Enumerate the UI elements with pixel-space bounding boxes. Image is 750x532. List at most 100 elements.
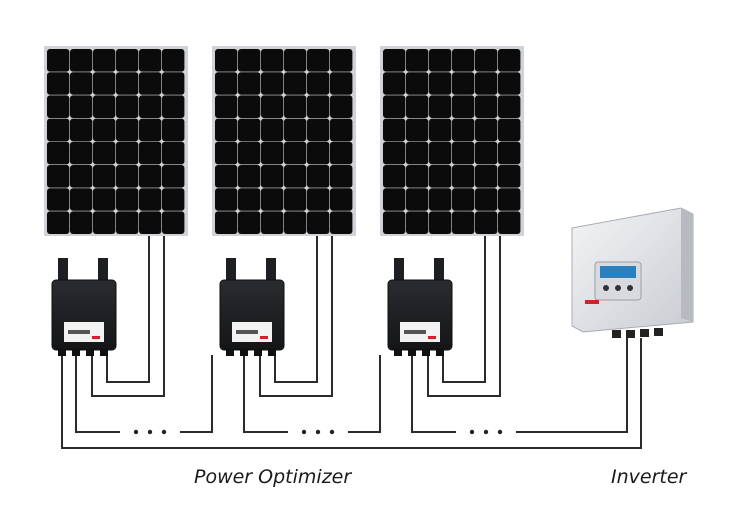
inverter-caption: Inverter — [611, 466, 687, 488]
panel-cell — [452, 165, 475, 188]
panel-cell — [215, 118, 238, 142]
panel-cell — [429, 141, 452, 165]
inverter-button-icon — [615, 285, 621, 291]
panel-cell — [330, 118, 353, 142]
solar-panel — [212, 46, 356, 236]
continuation-dots — [301, 429, 335, 435]
panel-cell — [330, 72, 353, 95]
string-wire — [411, 355, 456, 433]
panel-cell — [383, 118, 406, 142]
panel-cell — [116, 95, 139, 118]
string-return-wire — [61, 338, 642, 449]
optimizer-connector — [254, 348, 262, 356]
panel-cell — [498, 165, 521, 188]
panel-cell — [215, 95, 238, 118]
panel-cell — [406, 211, 429, 234]
panel-wire — [274, 236, 318, 383]
panel-wire — [91, 236, 165, 397]
panel-cell — [261, 118, 284, 142]
panel-cell — [47, 211, 70, 234]
optimizer-connector — [72, 348, 80, 356]
panel-cell — [261, 188, 284, 211]
panel-cell — [162, 72, 185, 95]
panel-cell — [498, 188, 521, 211]
string-wire — [348, 355, 381, 433]
panel-cell — [406, 188, 429, 211]
panel-cell — [284, 118, 307, 142]
power-optimizer — [219, 258, 285, 356]
string-wire — [516, 338, 628, 433]
panel-cell — [383, 165, 406, 188]
panel-cell — [429, 211, 452, 234]
panel-cell — [70, 165, 93, 188]
panel-cell — [406, 49, 429, 72]
panel-cell — [238, 141, 261, 165]
optimizer-connector — [226, 348, 234, 356]
panel-cell — [238, 188, 261, 211]
panel-cell — [284, 211, 307, 234]
panel-cell — [307, 211, 330, 234]
panel-cell — [215, 72, 238, 95]
solar-panel — [44, 46, 188, 236]
panel-cell — [93, 165, 116, 188]
inverter-button-icon — [603, 285, 609, 291]
panel-cell — [330, 165, 353, 188]
panel-cell — [261, 95, 284, 118]
panel-cell — [93, 188, 116, 211]
continuation-dots — [133, 429, 167, 435]
panel-cell — [139, 95, 162, 118]
inverter-connector — [626, 330, 635, 338]
panel-cell — [284, 188, 307, 211]
panel-cell — [70, 49, 93, 72]
string-wire — [180, 355, 213, 433]
panel-cell — [70, 72, 93, 95]
panel-cell — [116, 165, 139, 188]
panel-cell — [307, 72, 330, 95]
panel-cell — [162, 49, 185, 72]
panel-cell — [330, 49, 353, 72]
panel-cell — [238, 72, 261, 95]
panel-cell — [162, 141, 185, 165]
panel-wire — [442, 236, 486, 383]
panel-cell — [498, 211, 521, 234]
optimizer-connector — [408, 348, 416, 356]
panel-cell — [93, 141, 116, 165]
panel-cell — [330, 95, 353, 118]
panel-cell — [307, 49, 330, 72]
panel-cell — [475, 49, 498, 72]
panel-cell — [429, 188, 452, 211]
panel-cell — [47, 49, 70, 72]
panel-cell — [383, 188, 406, 211]
panel-cell — [139, 165, 162, 188]
optimizer-connector — [86, 348, 94, 356]
inverter-button-icon — [627, 285, 633, 291]
panel-cell — [475, 211, 498, 234]
inverter-connector — [640, 329, 649, 337]
inverter-connector — [612, 330, 621, 338]
panel-cell — [307, 95, 330, 118]
panel-cell — [284, 49, 307, 72]
optimizer-connector — [394, 348, 402, 356]
panel-cell — [47, 165, 70, 188]
panel-cell — [452, 49, 475, 72]
panel-cell — [116, 118, 139, 142]
string-wire — [75, 355, 120, 433]
panel-cell — [475, 72, 498, 95]
panel-cell — [139, 49, 162, 72]
panel-cell — [261, 165, 284, 188]
panel-cell — [452, 141, 475, 165]
panel-cell — [307, 141, 330, 165]
panel-cell — [406, 165, 429, 188]
panel-cell — [116, 188, 139, 211]
panel-cell — [47, 95, 70, 118]
panel-cell — [452, 72, 475, 95]
panel-cell — [383, 72, 406, 95]
panel-cell — [70, 118, 93, 142]
power-optimizer — [51, 258, 117, 356]
panel-cell — [70, 95, 93, 118]
inverter-connector — [654, 328, 663, 336]
panel-cell — [452, 211, 475, 234]
panel-cell — [47, 72, 70, 95]
panel-cell — [139, 211, 162, 234]
